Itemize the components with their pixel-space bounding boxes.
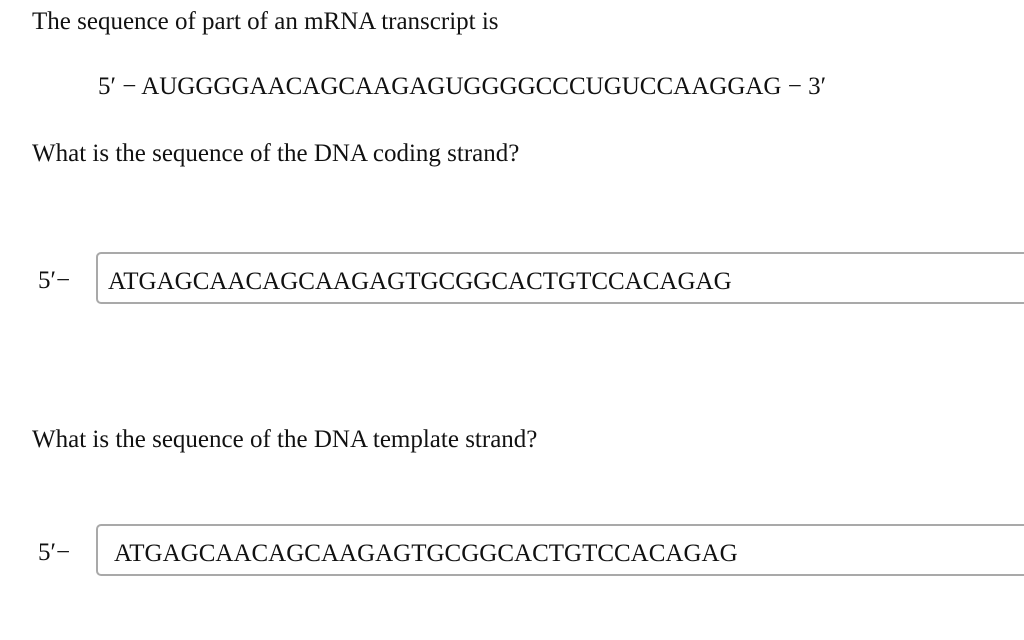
coding-strand-input[interactable]: ATGAGCAACAGCAAGAGTGCGGCACTGTCCACAGAG <box>96 252 1024 304</box>
coding-strand-answer-row: 5′− ATGAGCAACAGCAAGAGTGCGGCACTGTCCACAGAG <box>0 252 1024 310</box>
template-strand-input-value: ATGAGCAACAGCAAGAGTGCGGCACTGTCCACAGAG <box>114 540 738 567</box>
template-strand-question: What is the sequence of the DNA template… <box>32 426 538 453</box>
template-strand-input[interactable]: ATGAGCAACAGCAAGAGTGCGGCACTGTCCACAGAG <box>96 524 1024 576</box>
coding-strand-question: What is the sequence of the DNA coding s… <box>32 140 520 167</box>
template-strand-prefix: 5′− <box>38 539 71 566</box>
problem-intro: The sequence of part of an mRNA transcri… <box>32 8 499 35</box>
mrna-sequence: 5′ − AUGGGGAACAGCAAGAGUGGGGCCCUGUCCAAGGA… <box>98 73 827 100</box>
coding-strand-input-value: ATGAGCAACAGCAAGAGTGCGGCACTGTCCACAGAG <box>108 268 732 295</box>
coding-strand-prefix: 5′− <box>38 267 71 294</box>
template-strand-answer-row: 5′− ATGAGCAACAGCAAGAGTGCGGCACTGTCCACAGAG <box>0 524 1024 582</box>
